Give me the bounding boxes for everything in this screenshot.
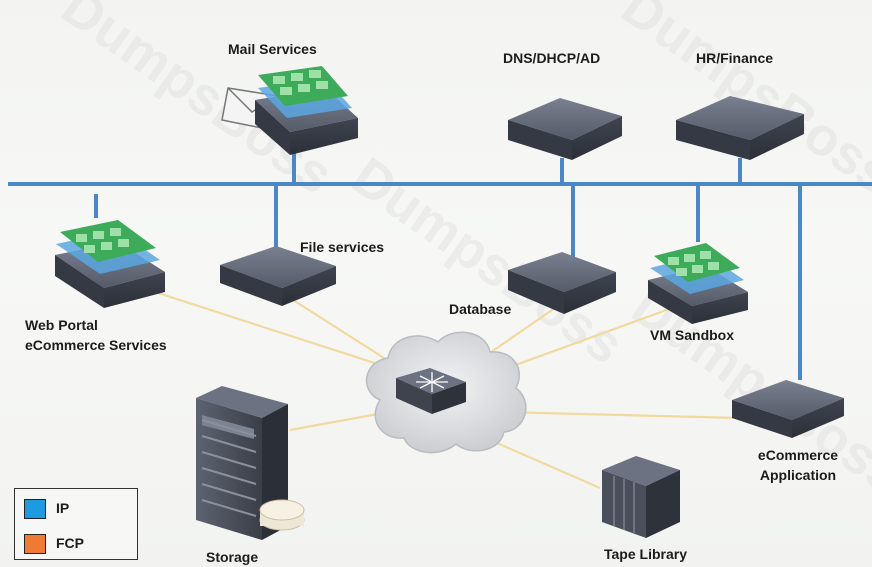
storage-device [196,386,305,540]
label-file-services: File services [300,239,385,255]
legend-swatch-fcp [24,534,46,554]
fcp-link-ecommerce-app [499,410,741,420]
fc-switch-icon [396,368,466,414]
vm-sandbox-device [648,243,748,324]
mail-services-device [221,66,358,155]
label-storage: Storage [206,549,259,565]
fcp-link-tape-library [489,438,601,490]
database-device [508,252,616,314]
web-portal-device [55,220,165,308]
label-ecommerce-app-line1: eCommerce [757,447,839,463]
fcp-links [154,290,741,490]
label-hr-finance: HR/Finance [696,50,774,66]
fcp-link-file-services [289,297,396,366]
label-database: Database [449,301,512,317]
fcp-link-web-portal [154,290,391,370]
dns-dhcp-ad-device [508,98,622,160]
legend-label-fcp: FCP [56,535,84,551]
ip-network [8,150,872,380]
label-tape-library: Tape Library [604,546,687,562]
legend-label-ip: IP [56,500,70,516]
hr-finance-device [676,96,804,160]
label-web-portal-line2: eCommerce Services [25,337,167,353]
label-dns-dhcp-ad: DNS/DHCP/AD [503,50,601,66]
legend: IP FCP [14,488,138,560]
label-mail-services: Mail Services [228,41,317,57]
file-services-device [220,246,336,306]
fabric-cloud [365,331,527,454]
legend-swatch-ip [24,499,46,519]
ecommerce-application-device [732,380,844,438]
label-ecommerce-app-line2: Application [759,467,837,483]
label-vm-sandbox: VM Sandbox [650,327,735,343]
label-web-portal-line1: Web Portal [25,317,98,333]
tape-library-device [602,456,680,538]
